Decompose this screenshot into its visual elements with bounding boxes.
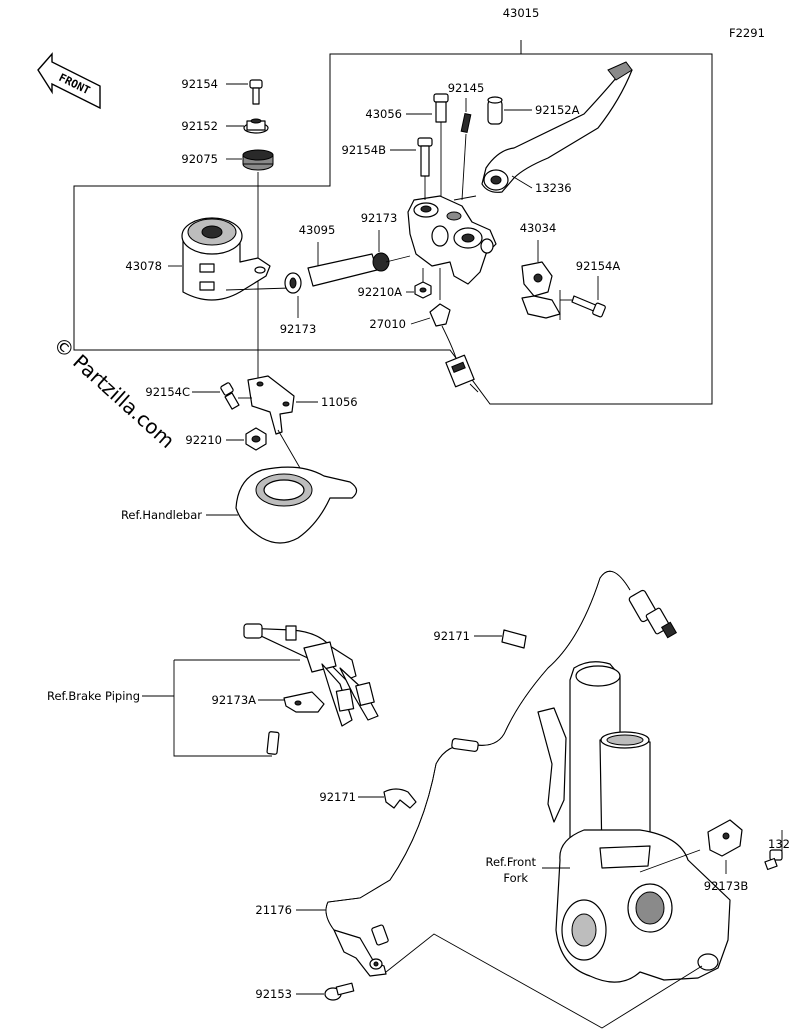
bolt-92154 <box>226 79 263 105</box>
handlebar-clamp-43034 <box>521 240 561 319</box>
bracket-11056 <box>247 375 318 435</box>
bracket-92173B <box>639 819 743 874</box>
nut-92210A <box>406 268 432 299</box>
figure-code: F2291 <box>729 26 765 40</box>
label-43056: 43056 <box>365 107 402 121</box>
handlebar-reference <box>206 466 358 544</box>
bolt-92154C <box>192 382 252 410</box>
label-92173-lower: 92173 <box>280 322 317 336</box>
label-92210: 92210 <box>185 433 222 447</box>
fitting-43056 <box>406 93 449 196</box>
master-cylinder-body <box>407 195 497 285</box>
clip-92171-lower <box>358 788 417 809</box>
brake-lever-13236 <box>453 61 633 201</box>
reservoir-43078 <box>168 217 271 301</box>
washer-92152 <box>226 118 269 134</box>
pin-92145 <box>460 98 472 201</box>
hose-clamp-92173-right <box>372 230 390 272</box>
label-92145: 92145 <box>448 81 485 95</box>
collar-92152A <box>487 96 532 125</box>
bolt-92154A <box>559 276 606 320</box>
label-43034: 43034 <box>520 221 557 235</box>
label-27010: 27010 <box>369 317 406 331</box>
bolt-92154B <box>390 137 433 200</box>
label-132: 132 <box>768 837 790 851</box>
label-92171-lower: 92171 <box>319 790 356 804</box>
sensor-cable-21176 <box>296 570 678 977</box>
assembly-43015-frame <box>73 40 713 405</box>
label-92075: 92075 <box>181 152 218 166</box>
label-92173A: 92173A <box>212 693 257 707</box>
label-92154B: 92154B <box>342 143 387 157</box>
nut-92210 <box>226 427 267 451</box>
label-ref-front-fork-line2: Fork <box>503 871 528 885</box>
label-92154C: 92154C <box>145 385 190 399</box>
label-92152A: 92152A <box>535 103 580 117</box>
label-11056: 11056 <box>321 395 358 409</box>
front-fork-reference <box>537 661 731 983</box>
label-43015: 43015 <box>503 6 540 20</box>
hose-43095 <box>307 242 378 287</box>
label-13236: 13236 <box>535 181 572 195</box>
hose-clamp-92173-left <box>284 272 302 294</box>
label-21176: 21176 <box>255 903 292 917</box>
front-arrow-icon: FRONT <box>37 52 101 110</box>
bolt-92153 <box>296 982 355 1001</box>
label-ref-front-fork-line1: Ref.Front <box>485 855 536 869</box>
fork-leader-lines <box>385 933 703 1029</box>
grommet-92171-upper <box>474 629 527 649</box>
grommet-92075 <box>226 149 274 171</box>
brake-piping-reference <box>142 623 379 757</box>
label-43095: 43095 <box>299 223 336 237</box>
label-ref-handlebar: Ref.Handlebar <box>121 508 202 522</box>
label-92173-upper: 92173 <box>361 211 398 225</box>
label-92154: 92154 <box>181 77 218 91</box>
brake-switch-27010 <box>410 268 479 393</box>
label-92171-upper: 92171 <box>433 629 470 643</box>
label-92154A: 92154A <box>576 259 621 273</box>
label-92152: 92152 <box>181 119 218 133</box>
label-92210A: 92210A <box>358 285 403 299</box>
label-ref-brake-piping: Ref.Brake Piping <box>47 689 140 703</box>
label-92173B: 92173B <box>704 879 749 893</box>
label-92153: 92153 <box>255 987 292 1001</box>
label-43078: 43078 <box>125 259 162 273</box>
bolt-132 <box>764 830 783 871</box>
